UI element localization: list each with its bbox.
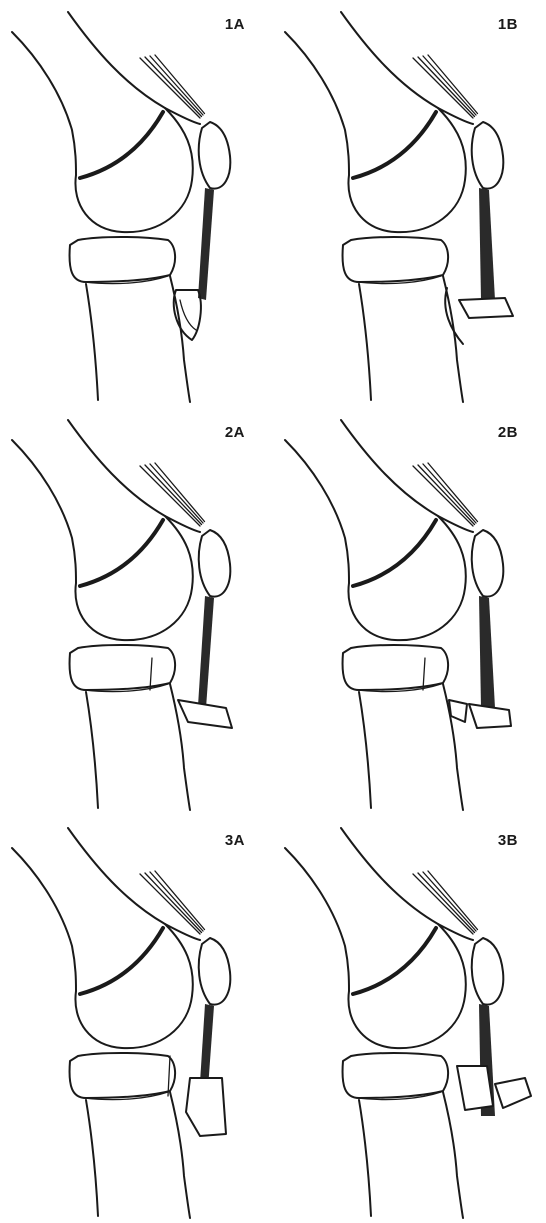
femoral-physis: [80, 928, 163, 994]
tibia-posterior-outline: [86, 692, 98, 808]
femoral-condyle: [348, 924, 465, 1048]
femoral-physis: [353, 520, 436, 586]
femur-anterior-outline: [341, 420, 473, 532]
tibia-posterior-outline: [359, 1100, 371, 1216]
quadriceps-tendon: [140, 463, 205, 526]
femur-anterior-outline: [341, 12, 473, 124]
panel-1b: 1B: [273, 0, 546, 407]
panel-label-3a: 3A: [225, 832, 245, 849]
displaced-fragment: [457, 1066, 493, 1110]
panel-label-1b: 1B: [498, 16, 518, 33]
quadriceps-tendon: [413, 463, 478, 526]
femur-posterior-outline: [285, 440, 349, 583]
femur-posterior-outline: [285, 848, 349, 991]
patella: [199, 122, 231, 189]
tibial-epiphysis: [70, 237, 176, 282]
tibia-posterior-outline: [86, 1100, 98, 1216]
patellar-tendon: [198, 188, 214, 300]
patella: [199, 938, 231, 1005]
quadriceps-tendon: [140, 871, 205, 934]
knee-drawing: [0, 408, 273, 815]
tibia-anterior-outline: [443, 1092, 463, 1218]
comminuted-fragment: [449, 700, 467, 722]
femoral-physis: [80, 112, 163, 178]
avulsed-tubercle-fragment: [459, 298, 513, 318]
patella: [472, 122, 504, 189]
tibial-epiphysis: [70, 645, 176, 690]
knee-drawing: [0, 0, 273, 407]
panel-3b: 3B: [273, 816, 546, 1223]
panel-3a: 3A: [0, 816, 273, 1223]
tibia-posterior-outline: [359, 284, 371, 400]
tibial-epiphysis: [343, 237, 449, 282]
femoral-condyle: [348, 516, 465, 640]
femur-posterior-outline: [12, 32, 76, 175]
patella: [199, 530, 231, 597]
patella: [472, 938, 504, 1005]
displaced-fragment: [469, 704, 511, 728]
knee-illustration: [12, 828, 230, 1218]
fracture-line: [423, 658, 425, 690]
femur-posterior-outline: [12, 848, 76, 991]
knee-illustration: [285, 828, 531, 1218]
panel-label-2b: 2B: [498, 424, 518, 441]
femoral-condyle: [75, 924, 192, 1048]
tibia-posterior-outline: [86, 284, 98, 400]
femur-anterior-outline: [68, 12, 200, 124]
femoral-condyle: [75, 108, 192, 232]
panel-2b: 2B: [273, 408, 546, 815]
panel-label-3b: 3B: [498, 832, 518, 849]
tibia-anterior-outline: [170, 276, 190, 402]
knee-drawing: [273, 408, 546, 815]
femur-posterior-outline: [285, 32, 349, 175]
avulsed-tubercle-fragment: [495, 1078, 531, 1108]
panel-1a: 1A: [0, 0, 273, 407]
panel-label-1a: 1A: [225, 16, 245, 33]
knee-illustration: [12, 420, 232, 810]
quadriceps-tendon: [413, 55, 478, 118]
quadriceps-tendon: [140, 55, 205, 118]
knee-illustration: [285, 12, 513, 402]
femoral-physis: [353, 112, 436, 178]
panel-2a: 2A: [0, 408, 273, 815]
tibial-epiphysis: [343, 645, 449, 690]
femoral-condyle: [75, 516, 192, 640]
patella: [472, 530, 504, 597]
tibial-epiphysis: [343, 1053, 449, 1098]
femur-anterior-outline: [68, 828, 200, 940]
panel-label-2a: 2A: [225, 424, 245, 441]
knee-illustration: [12, 12, 230, 402]
femur-anterior-outline: [341, 828, 473, 940]
patellar-tendon: [198, 596, 214, 708]
tibial-epiphysis: [70, 1053, 176, 1098]
femoral-condyle: [348, 108, 465, 232]
quadriceps-tendon: [413, 871, 478, 934]
tubercle-fragment: [186, 1078, 226, 1136]
knee-illustration: [285, 420, 511, 810]
tubercle-fragment: [178, 700, 232, 728]
femur-anterior-outline: [68, 420, 200, 532]
knee-drawing: [273, 0, 546, 407]
tibia-posterior-outline: [359, 692, 371, 808]
fracture-line: [150, 658, 152, 690]
femur-posterior-outline: [12, 440, 76, 583]
patellar-tendon: [479, 188, 495, 300]
femoral-physis: [353, 928, 436, 994]
fracture-line: [180, 300, 196, 330]
patellar-tendon: [479, 596, 495, 708]
knee-drawing: [0, 816, 273, 1223]
femoral-physis: [80, 520, 163, 586]
knee-drawing: [273, 816, 546, 1223]
